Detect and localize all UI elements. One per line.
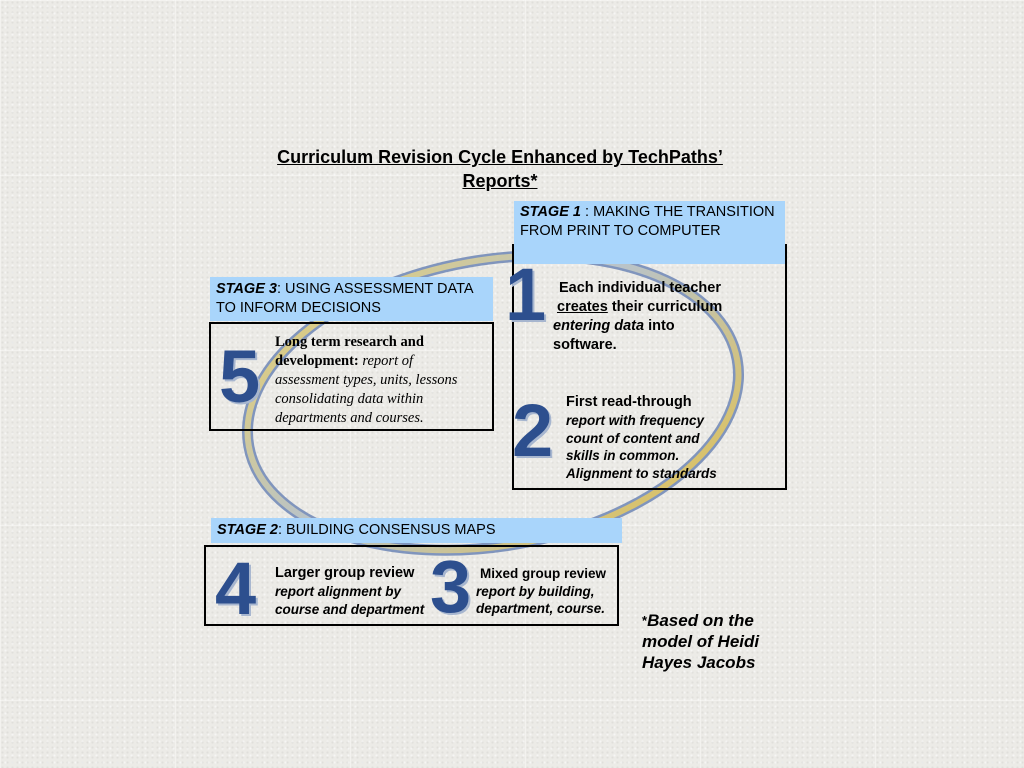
stage-3-label: STAGE 3 [216, 281, 277, 297]
footnote: *Based on the model of Heidi Hayes Jacob… [642, 611, 760, 672]
stage-1-header: STAGE 1 : MAKING THE TRANSITION FROM PRI… [514, 201, 785, 264]
step-1-text: Each individual teacher creates their cu… [553, 280, 723, 353]
title-line-1: Curriculum Revision Cycle Enhanced by Te… [277, 147, 723, 167]
step-3-text: Mixed group review report by building, d… [476, 566, 607, 616]
step-2-number: 2 [512, 389, 554, 472]
stage-2-header: STAGE 2: BUILDING CONSENSUS MAPS [211, 518, 622, 543]
step-2-text: First read-through report with frequency… [566, 394, 717, 481]
step-4-number: 4 [215, 547, 257, 630]
stage-2-box [204, 545, 619, 626]
step-3-number: 3 [430, 545, 472, 628]
diagram-title: Curriculum Revision Cycle Enhanced by Te… [200, 145, 800, 193]
step-4-text: Larger group review report alignment by … [275, 565, 425, 617]
stage-2-title: BUILDING CONSENSUS MAPS [286, 522, 496, 538]
stage-3-title: USING ASSESSMENT DATA TO INFORM DECISION… [216, 281, 473, 316]
step-5-text: Long term research and development: repo… [275, 334, 458, 426]
step-1-number: 1 [505, 253, 547, 336]
stage-1-title: MAKING THE TRANSITION FROM PRINT TO COMP… [520, 204, 775, 239]
stage-1-label: STAGE 1 [520, 204, 581, 220]
stage-3-box [209, 322, 494, 431]
step-5-number: 5 [219, 335, 261, 418]
title-line-2: Reports* [462, 171, 538, 191]
stage-3-header: STAGE 3: USING ASSESSMENT DATA TO INFORM… [210, 277, 493, 321]
stage-2-label: STAGE 2 [217, 522, 278, 538]
